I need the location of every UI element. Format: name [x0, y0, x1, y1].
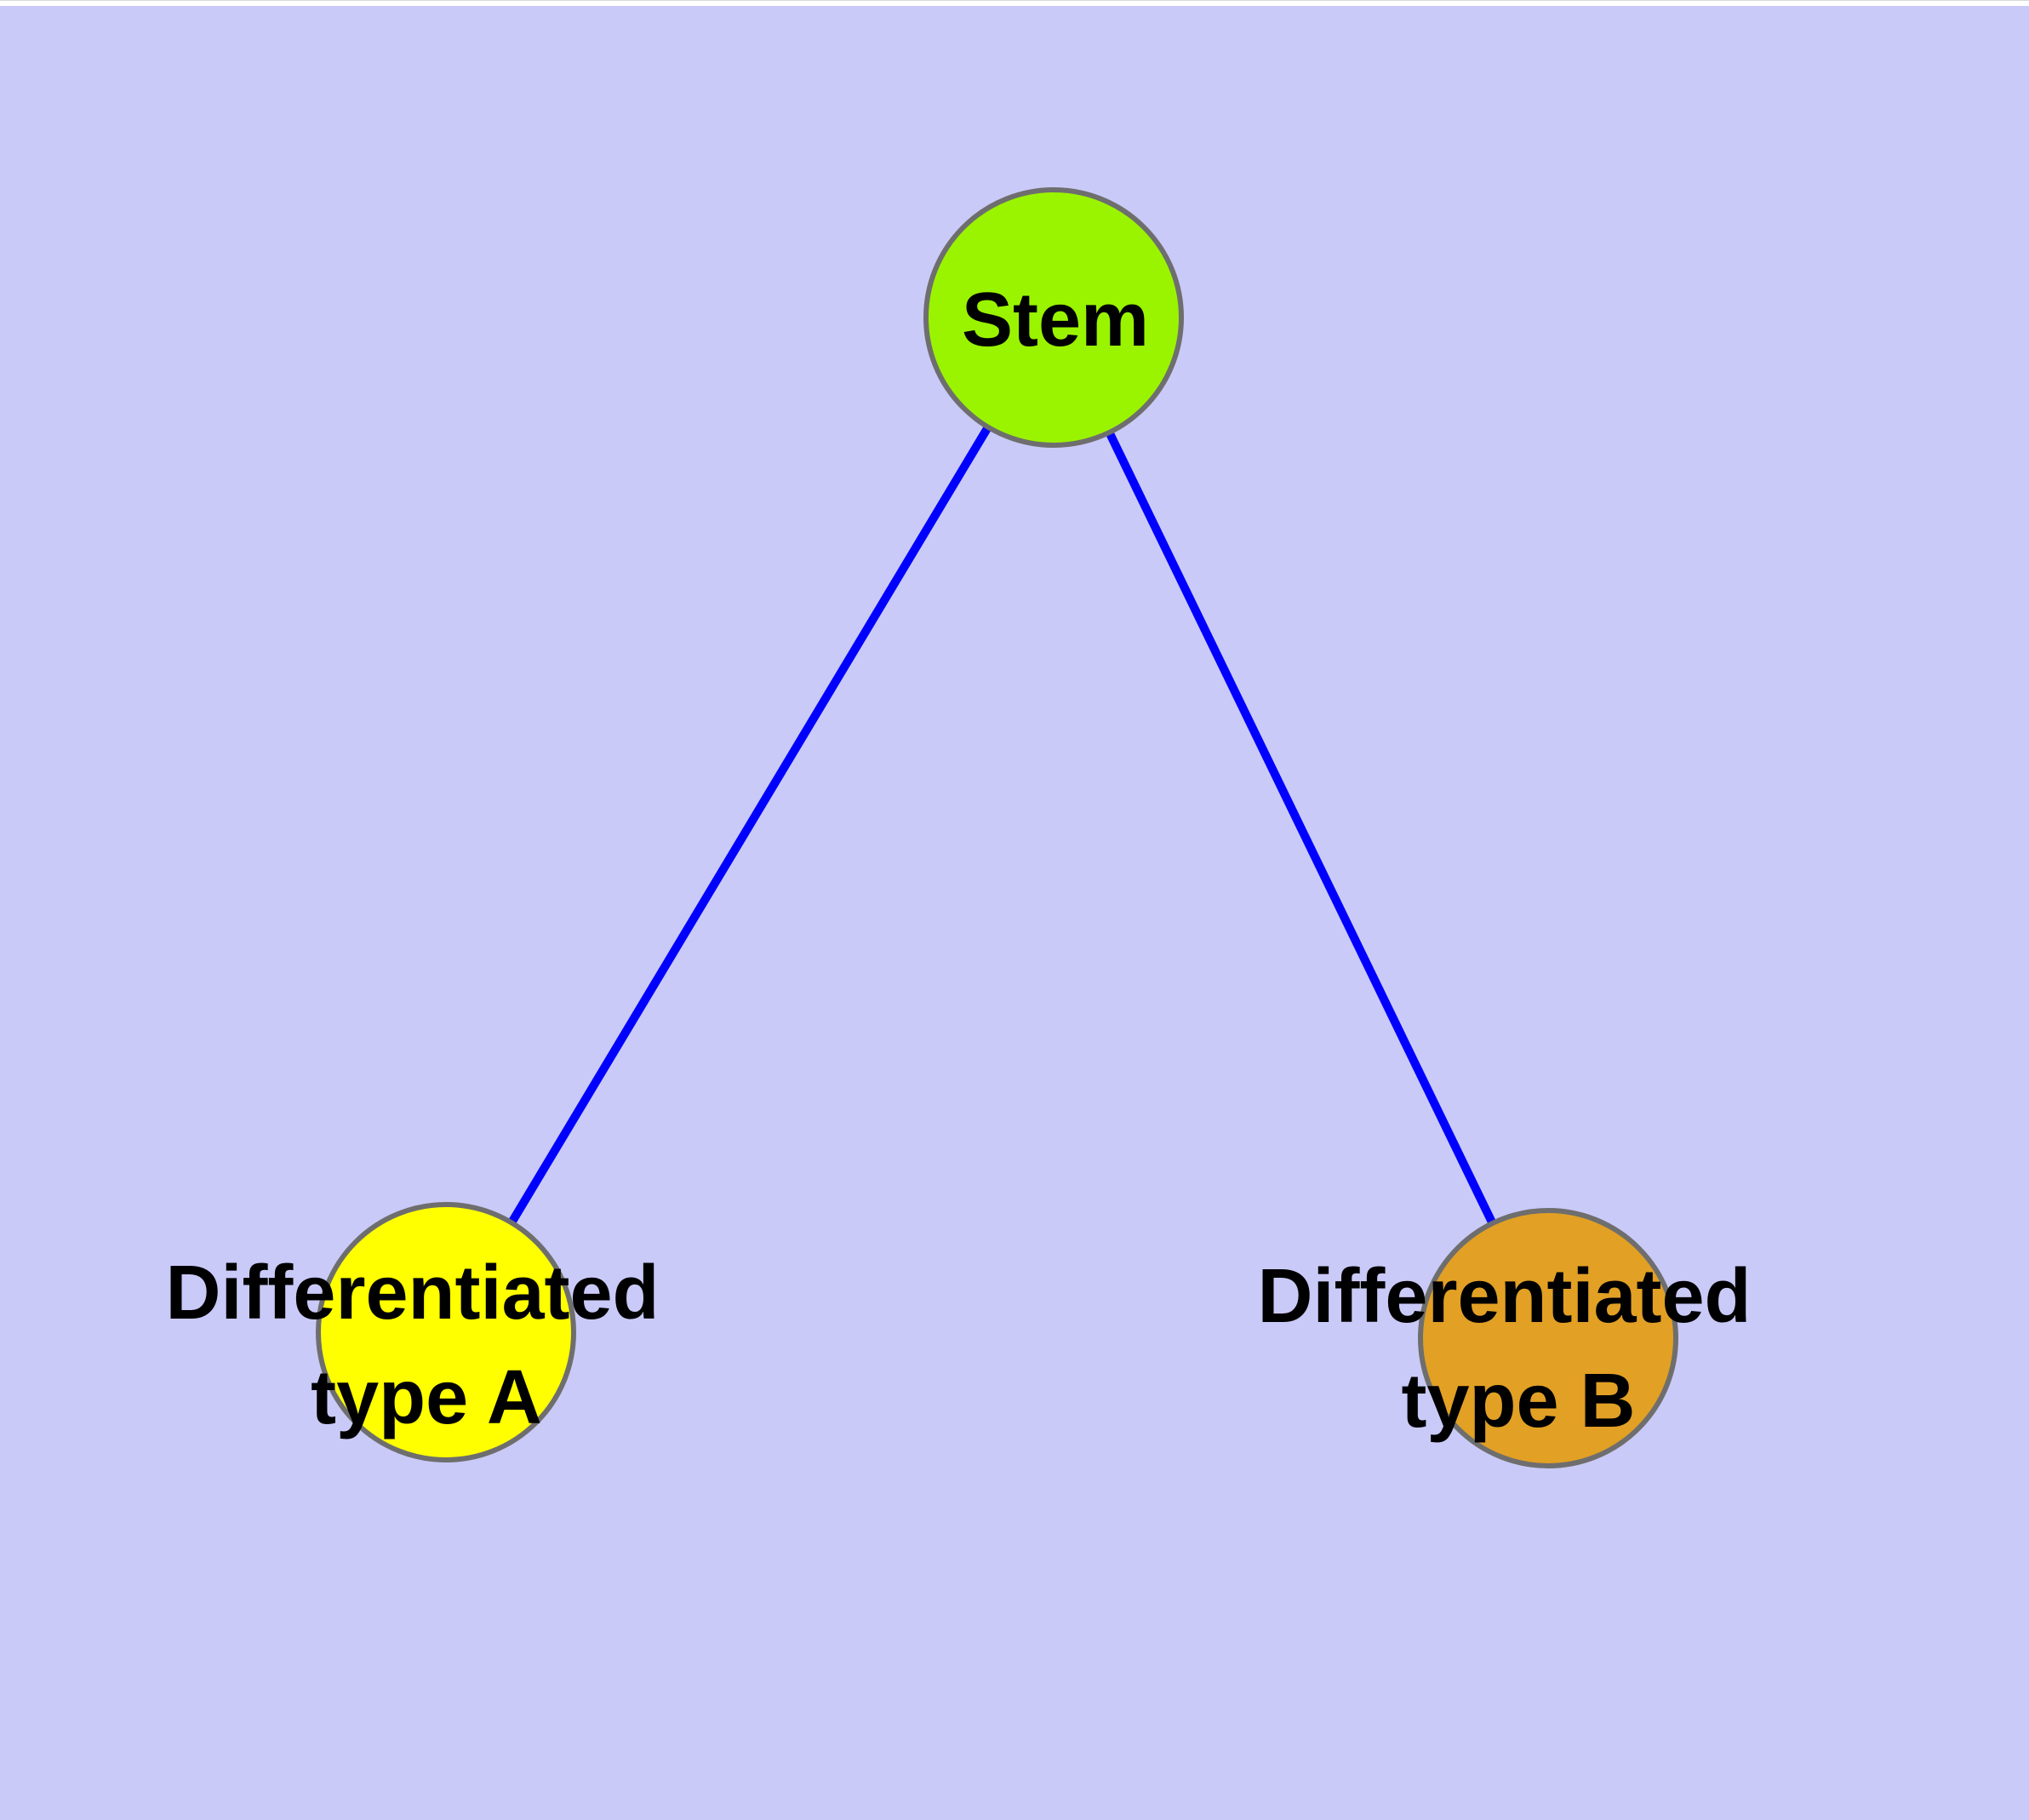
node-type-b-label: Differentiated type B — [1257, 1254, 1772, 1444]
node-stem-circle — [923, 187, 1184, 448]
top-margin-strip — [0, 0, 2029, 6]
node-type-b-label-line1: Differentiated — [1257, 1254, 1751, 1339]
node-type-a-circle — [316, 1202, 576, 1462]
node-type-a-label: Differentiated type A — [165, 1251, 680, 1440]
node-type-a-label-line1: Differentiated — [165, 1251, 659, 1336]
node-type-b-label-line2: type B — [1401, 1359, 1635, 1444]
node-stem-label: Stem — [962, 278, 1149, 363]
edge-stem-to-type-a — [442, 315, 1058, 1335]
edge-stem-to-type-b — [1049, 315, 1552, 1341]
node-type-a-label-line2: type A — [311, 1355, 542, 1440]
node-type-b-circle — [1418, 1208, 1678, 1468]
